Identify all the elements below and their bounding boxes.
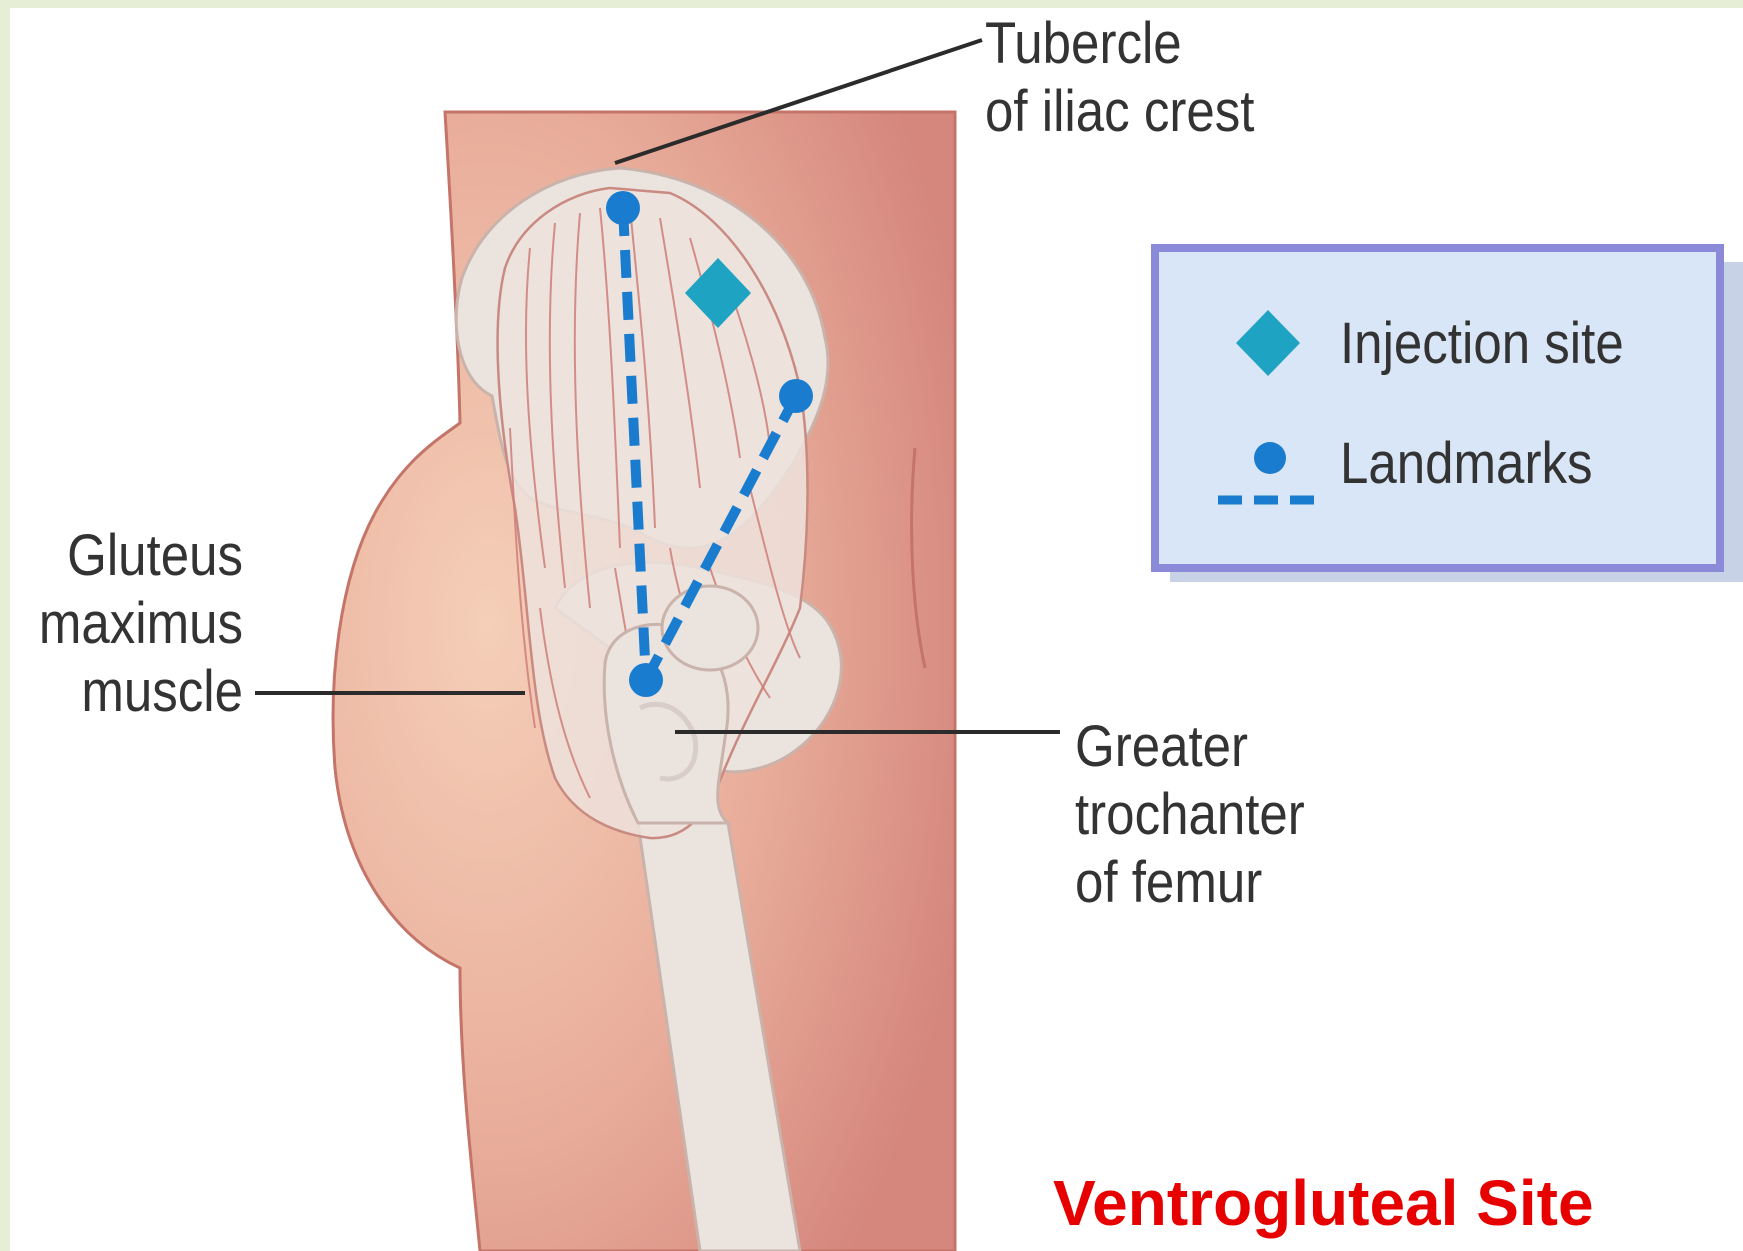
landmark-dot-greater-trochanter — [629, 663, 663, 697]
legend-dot-icon — [1254, 442, 1286, 474]
label-line: Tubercle — [985, 10, 1254, 78]
label-gluteus-maximus-muscle: Gluteus maximus muscle — [39, 522, 243, 726]
label-line: maximus — [39, 590, 243, 658]
diagram-canvas: Tubercle of iliac crest Gluteus maximus … — [10, 8, 1743, 1251]
anatomy-illustration — [10, 8, 1743, 1251]
label-line: muscle — [39, 658, 243, 726]
label-line: Gluteus — [39, 522, 243, 590]
diagram-caption: Ventrogluteal Site — [1053, 1166, 1594, 1240]
label-line: of femur — [1075, 849, 1305, 917]
landmark-dot-anterior-spine — [779, 379, 813, 413]
label-line: trochanter — [1075, 781, 1305, 849]
label-tubercle-of-iliac-crest: Tubercle of iliac crest — [985, 10, 1254, 146]
legend-box — [1155, 248, 1720, 568]
landmark-dot-iliac-tubercle — [606, 191, 640, 225]
label-line: of iliac crest — [985, 78, 1254, 146]
label-line: Greater — [1075, 713, 1305, 781]
legend-landmarks-label: Landmarks — [1340, 430, 1592, 497]
legend-injection-site-label: Injection site — [1340, 310, 1624, 377]
label-greater-trochanter-of-femur: Greater trochanter of femur — [1075, 713, 1305, 917]
